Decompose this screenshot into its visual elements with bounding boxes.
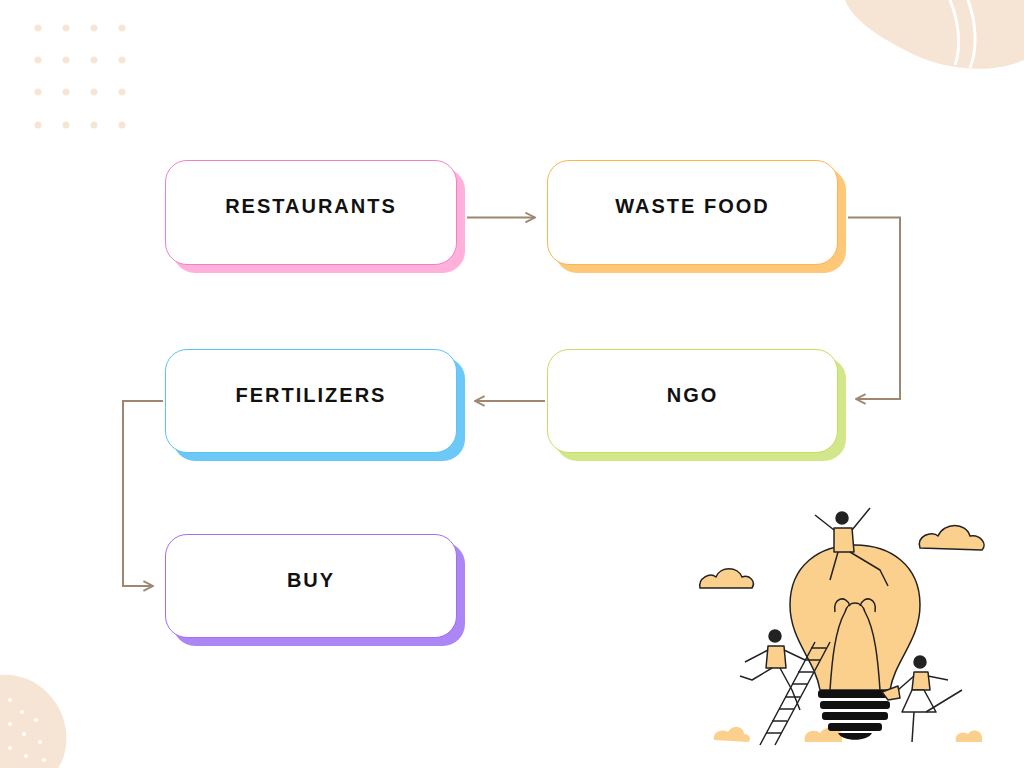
process-box: BUY [165, 534, 457, 638]
bulb-base [818, 690, 892, 740]
flow-arrow [123, 401, 163, 586]
corner-blob [845, 0, 1024, 69]
box-label: NGO [667, 384, 719, 407]
bulb-glass [790, 545, 920, 690]
process-box: NGO [547, 349, 838, 453]
process-box: FERTILIZERS [165, 349, 457, 453]
person [740, 630, 805, 710]
box-label: RESTAURANTS [225, 195, 397, 218]
flow-arrow [475, 400, 545, 402]
person [815, 508, 888, 586]
box-label: FERTILIZERS [236, 384, 387, 407]
flow-arrow [848, 218, 900, 400]
ladder [760, 642, 830, 745]
cloud [700, 526, 984, 743]
process-box: WASTE FOOD [547, 160, 838, 265]
person [882, 656, 962, 742]
flow-arrow [467, 217, 535, 219]
process-box: RESTAURANTS [165, 160, 457, 265]
bulb-illustration [700, 508, 984, 745]
box-label: WASTE FOOD [615, 195, 769, 218]
dot-grid [35, 25, 126, 129]
corner-blob [0, 675, 66, 768]
box-label: BUY [287, 569, 335, 592]
